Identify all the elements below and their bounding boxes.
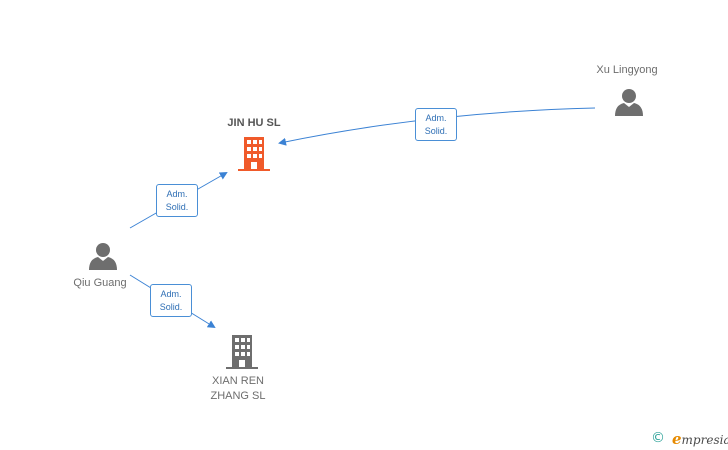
relation-role-line2: Solid.: [165, 202, 189, 212]
node-label-xian-ren-line2[interactable]: ZHANG SL: [210, 390, 266, 402]
relation-role-line1: Adm.: [160, 289, 182, 299]
node-label-xian-ren-line1[interactable]: XIAN REN: [212, 375, 264, 387]
brand-name: mpresia: [681, 433, 728, 447]
node-label-qiu-guang[interactable]: Qiu Guang: [73, 277, 127, 289]
building-icon[interactable]: [226, 335, 258, 369]
brand-initial: e: [672, 430, 682, 448]
relation-role-line1: Adm.: [425, 113, 447, 123]
relation-role-line2: Solid.: [424, 126, 448, 136]
relation-role-line1: Adm.: [166, 189, 188, 199]
building-icon[interactable]: [238, 137, 270, 171]
relation-label-qiu-xianren[interactable]: Adm. Solid.: [150, 284, 192, 317]
relation-label-qiu-jinhu[interactable]: Adm. Solid.: [156, 184, 198, 217]
relation-label-xu-jinhu[interactable]: Adm. Solid.: [415, 108, 457, 141]
person-icon[interactable]: [88, 242, 118, 270]
person-icon[interactable]: [614, 88, 644, 116]
copyright-icon: ©: [651, 430, 665, 446]
node-label-xu-lingyong[interactable]: Xu Lingyong: [596, 64, 658, 76]
empresia-logo: empresia: [672, 430, 728, 448]
relation-role-line2: Solid.: [159, 302, 183, 312]
node-label-jin-hu[interactable]: JIN HU SL: [227, 117, 281, 129]
